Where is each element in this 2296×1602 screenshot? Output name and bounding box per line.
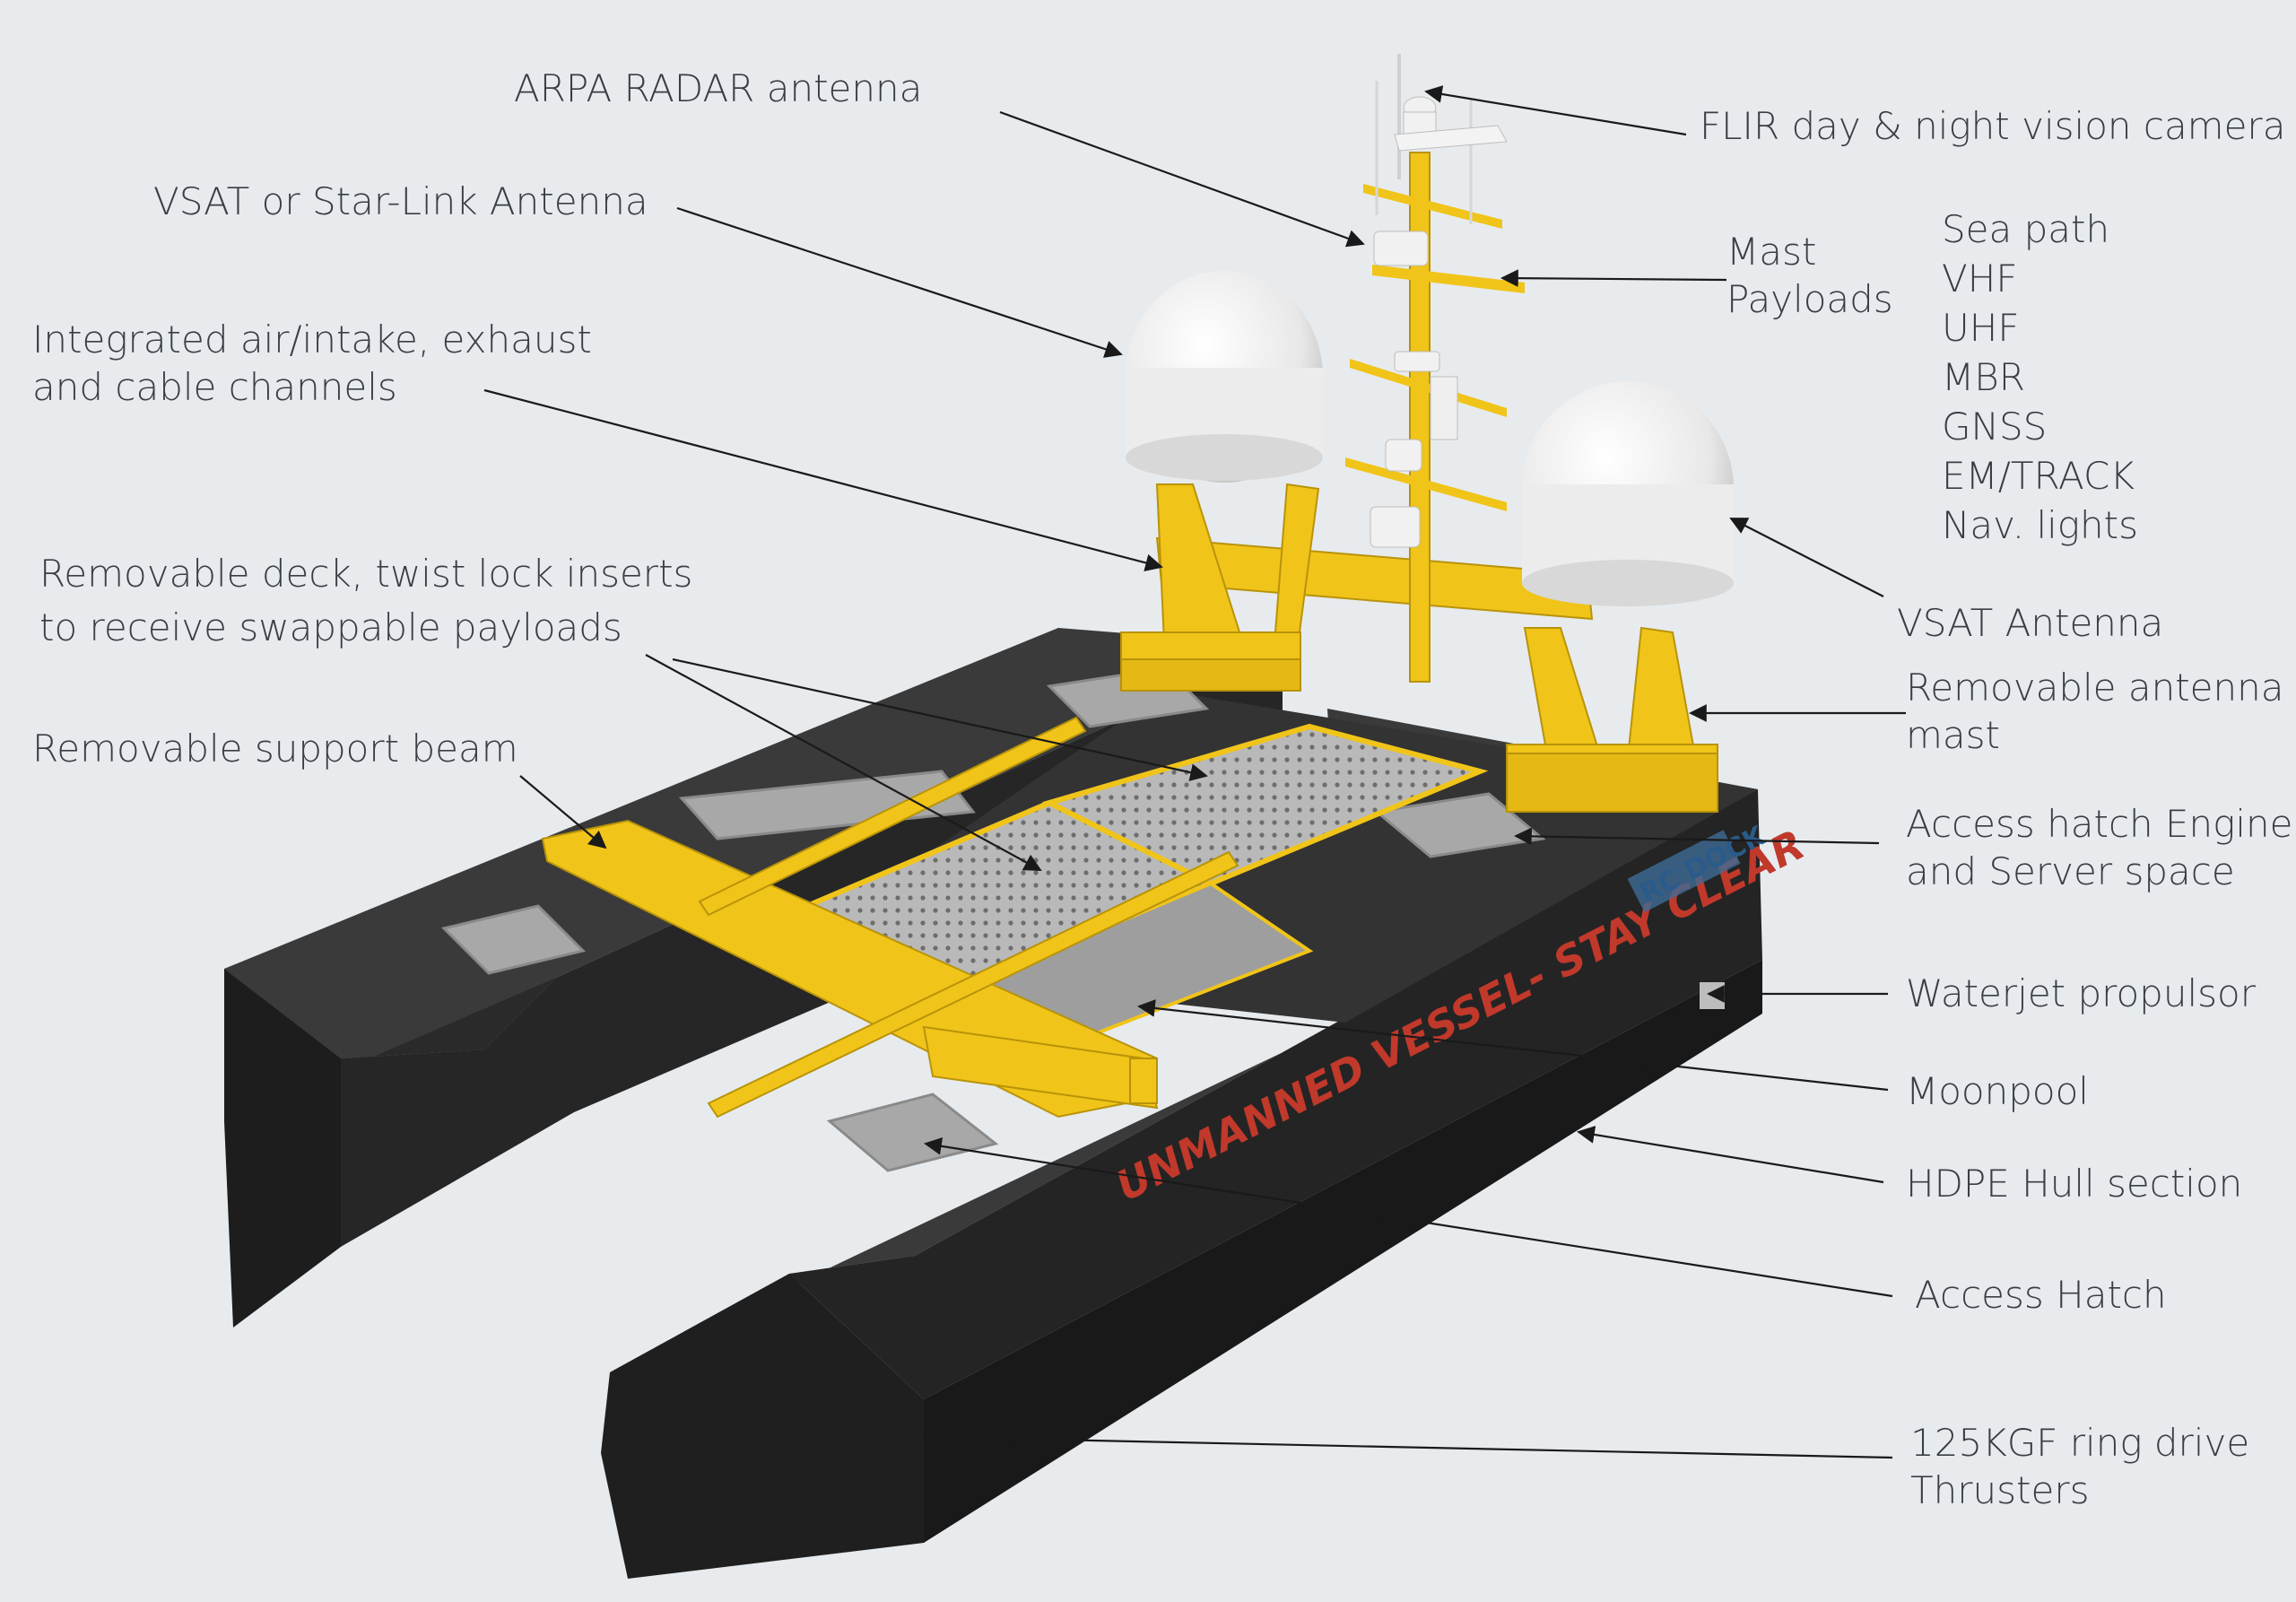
label-access-hatch-engine-line1: Access hatch Engine — [1906, 802, 2293, 846]
antenna-mast — [1345, 54, 1525, 683]
mast-payload-item: VHF — [1942, 257, 2018, 300]
label-access-hatch: Access Hatch — [1915, 1273, 2167, 1317]
mast-payload-item: Nav. lights — [1942, 503, 2138, 547]
label-removable-deck-line1: Removable deck, twist lock inserts — [39, 552, 693, 596]
label-air-intake: Integrated air/intake, exhaust and cable… — [32, 316, 592, 411]
label-removable-deck-line2: to receive swappable payloads — [39, 605, 622, 649]
label-antenna-mast: Removable antenna mast — [1906, 664, 2284, 759]
label-thrusters: 125KGF ring drive Thrusters — [1910, 1419, 2249, 1514]
label-thrusters-line2: Thrusters — [1910, 1468, 2090, 1512]
label-mast-payloads: Mast Payloads — [1726, 228, 1893, 323]
mast-payload-item: EM/TRACK — [1942, 454, 2135, 498]
access-hatches — [441, 666, 1546, 1172]
vsat-radomes — [1126, 271, 1734, 606]
label-antenna-mast-line2: mast — [1906, 713, 2000, 757]
mast-payload-item: Sea path — [1942, 207, 2110, 251]
label-vsat-starlink: VSAT or Star-Link Antenna — [153, 179, 648, 223]
label-arpa-radar: ARPA RADAR antenna — [514, 66, 923, 110]
waterjet-nozzle — [1700, 982, 1725, 1009]
label-removable-deck: Removable deck, twist lock inserts to re… — [39, 547, 692, 655]
label-antenna-mast-line1: Removable antenna — [1906, 666, 2284, 710]
label-mast-payloads-line1: Mast — [1726, 230, 1817, 274]
mast-payload-item: MBR — [1942, 355, 2025, 399]
mast-payload-item: UHF — [1942, 306, 2020, 350]
label-air-intake-line2: and cable channels — [32, 365, 397, 409]
mast-payload-list: Sea path VHF UHF MBR GNSS EM/TRACK Nav. … — [1942, 205, 2138, 550]
label-thrusters-line1: 125KGF ring drive — [1910, 1421, 2250, 1465]
yellow-frame — [541, 483, 1718, 1119]
label-access-hatch-engine-line2: and Server space — [1906, 849, 2235, 893]
label-vsat-antenna: VSAT Antenna — [1897, 601, 2164, 645]
label-access-hatch-engine: Access hatch Engine and Server space — [1906, 800, 2293, 895]
label-mast-payloads-line2: Payloads — [1726, 277, 1893, 321]
label-support-beam: Removable support beam — [32, 727, 518, 771]
mast-payload-item: GNSS — [1942, 405, 2048, 448]
label-flir-camera: FLIR day & night vision camera — [1700, 104, 2286, 148]
leader-lines — [483, 85, 1906, 1459]
label-moonpool: Moonpool — [1906, 1069, 2089, 1113]
label-hdpe-hull: HDPE Hull section — [1906, 1162, 2243, 1206]
label-waterjet: Waterjet propulsor — [1906, 971, 2256, 1015]
label-air-intake-line1: Integrated air/intake, exhaust — [32, 318, 592, 361]
